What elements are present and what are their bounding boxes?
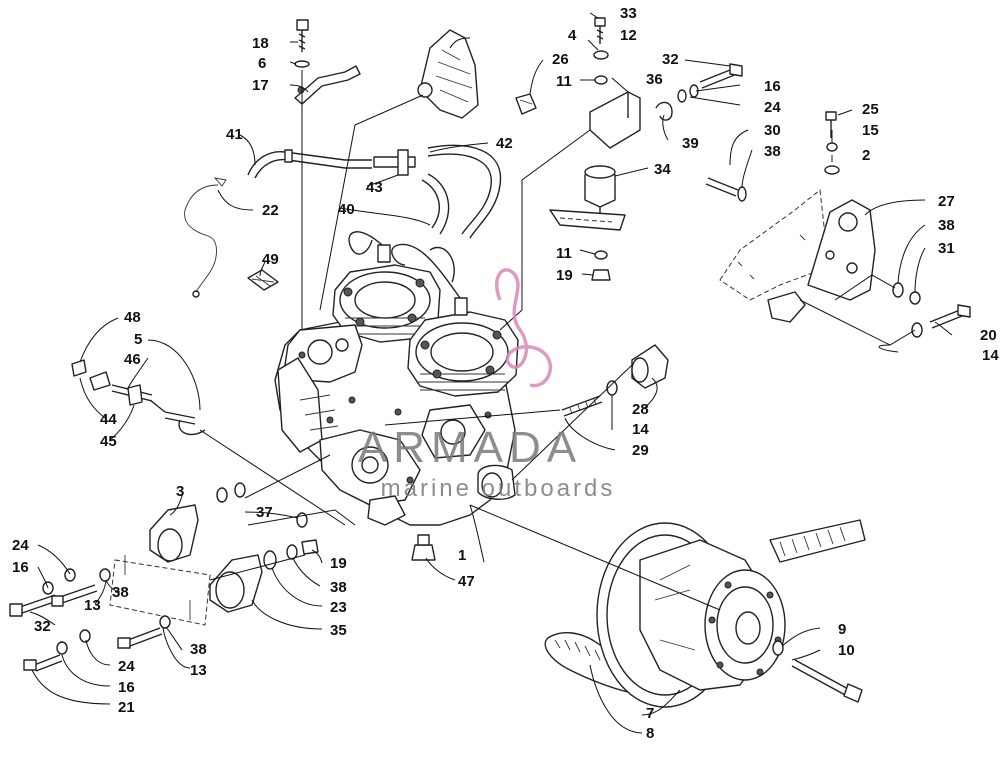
left-mounts bbox=[9, 482, 319, 672]
damper-and-stud bbox=[561, 344, 669, 417]
callout-22: 22 bbox=[262, 202, 279, 219]
callout-numbers: 1 2 3 4 5 6 7 8 9 10 11 11 12 13 13 14 1… bbox=[12, 5, 999, 742]
callout-30: 30 bbox=[764, 122, 781, 139]
callout-35: 35 bbox=[330, 622, 347, 639]
callout-28: 28 bbox=[632, 401, 649, 418]
callout-14b: 14 bbox=[632, 421, 649, 438]
callout-15: 15 bbox=[862, 122, 879, 139]
callout-44: 44 bbox=[100, 411, 117, 428]
callout-26: 26 bbox=[552, 51, 569, 68]
callout-13b: 13 bbox=[190, 662, 207, 679]
callout-34: 34 bbox=[654, 161, 671, 178]
callout-38b: 38 bbox=[190, 641, 207, 658]
callout-31: 31 bbox=[938, 240, 955, 257]
watermark-tagline: marine outboards bbox=[381, 475, 616, 502]
watermark-logo: ARMADA marine outboards bbox=[358, 268, 616, 502]
callout-8: 8 bbox=[646, 725, 654, 742]
callout-42: 42 bbox=[496, 135, 513, 152]
callout-45: 45 bbox=[100, 433, 117, 450]
callout-17: 17 bbox=[252, 77, 269, 94]
assembly-lines bbox=[199, 70, 916, 611]
callout-21: 21 bbox=[118, 699, 135, 716]
callout-16b: 16 bbox=[12, 559, 29, 576]
callout-36: 36 bbox=[646, 71, 663, 88]
callout-38c: 38 bbox=[330, 579, 347, 596]
callout-14a: 14 bbox=[982, 347, 999, 364]
callout-38e: 38 bbox=[938, 217, 955, 234]
callout-49: 49 bbox=[262, 251, 279, 268]
top-brackets bbox=[294, 19, 537, 119]
callout-27: 27 bbox=[938, 193, 955, 210]
callout-41: 41 bbox=[226, 126, 243, 143]
callout-13a: 13 bbox=[84, 597, 101, 614]
watermark-emblem bbox=[494, 268, 553, 388]
mount-tower bbox=[549, 17, 743, 281]
callout-38a: 38 bbox=[112, 584, 129, 601]
callout-11b: 11 bbox=[556, 245, 572, 262]
callout-38d: 38 bbox=[764, 143, 781, 160]
callout-3: 3 bbox=[176, 483, 184, 500]
callout-5: 5 bbox=[134, 331, 142, 348]
callout-43: 43 bbox=[366, 179, 383, 196]
right-bracket bbox=[705, 111, 971, 338]
callout-6: 6 bbox=[258, 55, 266, 72]
callout-2: 2 bbox=[862, 147, 870, 164]
callout-47: 47 bbox=[458, 573, 475, 590]
watermark-brand: ARMADA bbox=[358, 423, 582, 472]
callout-37: 37 bbox=[256, 504, 273, 521]
callout-18: 18 bbox=[252, 35, 269, 52]
callout-24b: 24 bbox=[764, 99, 781, 116]
hoses bbox=[184, 144, 502, 298]
callout-10: 10 bbox=[838, 642, 855, 659]
linkage-parts bbox=[71, 359, 206, 436]
callout-20: 20 bbox=[980, 327, 997, 344]
callout-11a: 11 bbox=[556, 73, 572, 90]
callout-32b: 32 bbox=[34, 618, 51, 635]
callout-leaders bbox=[29, 12, 953, 734]
callout-25: 25 bbox=[862, 101, 879, 118]
engine-assembly bbox=[274, 231, 519, 561]
callout-1: 1 bbox=[458, 547, 466, 564]
callout-32a: 32 bbox=[662, 51, 679, 68]
callout-40: 40 bbox=[338, 201, 355, 218]
callout-12: 12 bbox=[620, 27, 637, 44]
callout-7: 7 bbox=[646, 705, 654, 722]
callout-4: 4 bbox=[568, 27, 577, 44]
callout-19b: 19 bbox=[556, 267, 573, 284]
callout-48: 48 bbox=[124, 309, 141, 326]
callout-16c: 16 bbox=[118, 679, 135, 696]
callout-29: 29 bbox=[632, 442, 649, 459]
callout-23: 23 bbox=[330, 599, 347, 616]
callout-39: 39 bbox=[682, 135, 699, 152]
callout-19a: 19 bbox=[330, 555, 347, 572]
callout-33: 33 bbox=[620, 5, 637, 22]
callout-16a: 16 bbox=[764, 78, 781, 95]
callout-24a: 24 bbox=[12, 537, 29, 554]
drive-clutch bbox=[544, 519, 866, 708]
callout-9: 9 bbox=[838, 621, 846, 638]
callout-46: 46 bbox=[124, 351, 141, 368]
callout-24c: 24 bbox=[118, 658, 135, 675]
